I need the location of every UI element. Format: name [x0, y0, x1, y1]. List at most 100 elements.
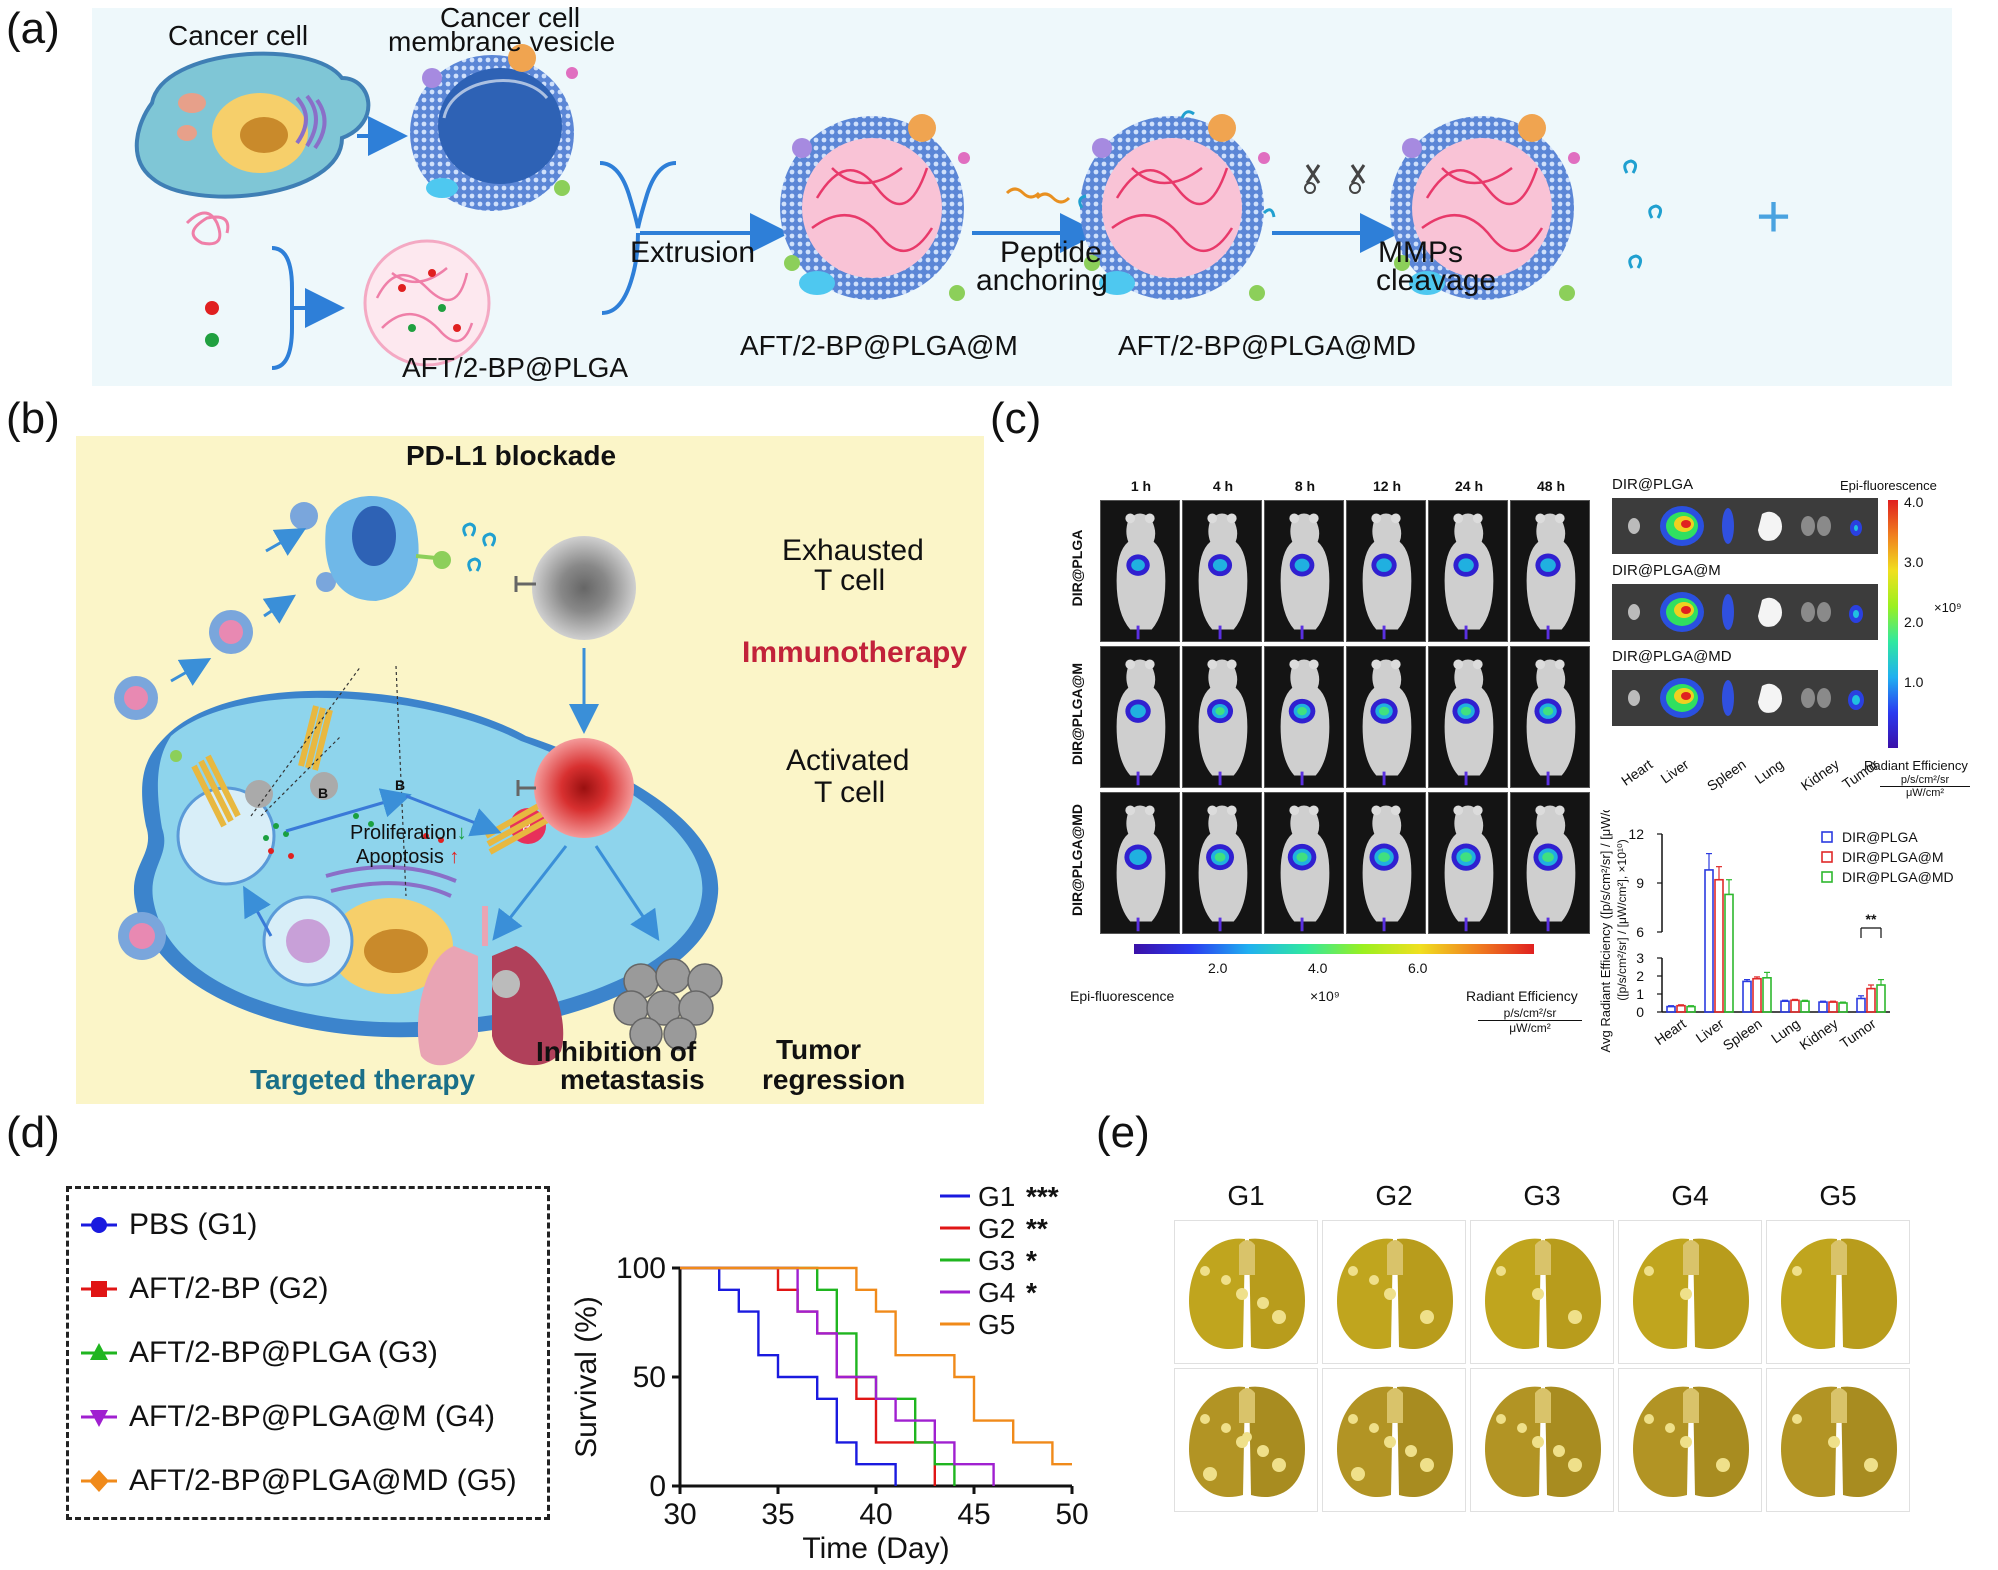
survival-significance: *	[1026, 1277, 1037, 1308]
lung-photo	[1322, 1220, 1466, 1364]
organ-fluorescence-image	[1628, 506, 1862, 546]
lung-group-label: G5	[1819, 1180, 1857, 1211]
survival-curve	[680, 1266, 995, 1486]
bar-y-tick-label: 1	[1636, 986, 1644, 1002]
survival-legend-item: AFT/2-BP@PLGA@MD (G5)	[79, 1461, 549, 1501]
mouse-silhouette	[1280, 513, 1330, 640]
coated-particle-m-icon	[780, 114, 970, 301]
mouse-image	[1510, 792, 1590, 934]
colorbar-right-label: Radiant Efficiency	[1466, 988, 1578, 1004]
unit-denominator: μW/cm²	[1509, 1021, 1551, 1035]
mouse-silhouette	[1198, 659, 1248, 786]
bar-y-tick-label: 9	[1636, 875, 1644, 891]
mouse-silhouette	[1526, 513, 1576, 640]
legend-label: AFT/2-BP@PLGA@M (G4)	[129, 1400, 495, 1433]
bar-category-label: Heart	[1652, 1015, 1689, 1048]
label-mmps: MMPs	[1378, 236, 1463, 269]
mouse-silhouette	[1362, 805, 1412, 932]
cleaved-particle-icon	[1390, 114, 1580, 301]
panel-b-schematic: B	[114, 496, 723, 1066]
timepoint-label: 48 h	[1536, 478, 1565, 494]
label-extrusion: Extrusion	[630, 236, 756, 269]
label-exhausted1: Exhausted	[782, 534, 924, 567]
mouse-image	[1510, 500, 1590, 642]
bar-category-label: Tumor	[1837, 1015, 1879, 1051]
legend-label: AFT/2-BP@PLGA@MD (G5)	[129, 1464, 517, 1497]
label-regression: regression	[762, 1064, 906, 1095]
survival-legend-item: PBS (G1)	[79, 1205, 549, 1245]
label-vesicle-line1: Cancer cell	[440, 2, 581, 33]
timepoint-label: 4 h	[1212, 478, 1234, 494]
organ-group-label: DIR@PLGA@M	[1612, 562, 1721, 579]
lung-image	[1633, 1386, 1749, 1498]
vertical-colorbar-title: Epi-fluorescence	[1840, 478, 1937, 493]
legend-marker-icon	[81, 1410, 117, 1427]
vunit-numerator: p/s/cm²/sr	[1880, 774, 1970, 787]
survival-y-tick-label: 100	[616, 1252, 666, 1285]
label-peptide: Peptide	[1000, 236, 1102, 269]
legend-marker-icon	[81, 1470, 117, 1492]
bar-legend-label: DIR@PLGA@M	[1842, 849, 1944, 865]
mouse-silhouette	[1526, 659, 1576, 786]
label-proliferation: Proliferation↓	[350, 822, 467, 844]
survival-x-label: Time (Day)	[802, 1532, 949, 1565]
lung-image	[1189, 1238, 1305, 1350]
timepoint-label: 8 h	[1294, 478, 1316, 494]
mouse-silhouette	[1444, 659, 1494, 786]
legend-marker-icon	[81, 1281, 117, 1297]
survival-legend-item: AFT/2-BP (G2)	[79, 1269, 549, 1309]
vertical-colorbar-tick: 4.0	[1904, 494, 1924, 510]
horizontal-colorbar	[1134, 944, 1534, 954]
mouse-silhouette	[1444, 805, 1494, 932]
organ-image	[1612, 498, 1878, 554]
lung-image	[1781, 1238, 1897, 1350]
label-tumor: Tumor	[776, 1034, 862, 1065]
bar	[1666, 1005, 1676, 1013]
mouse-silhouette	[1444, 513, 1494, 640]
label-cleavage: cleavage	[1376, 264, 1497, 297]
lung-photo	[1470, 1368, 1614, 1512]
survival-x-tick-label: 35	[761, 1498, 794, 1531]
plus-sign: +	[1756, 183, 1792, 250]
timepoint-label: 12 h	[1372, 478, 1401, 494]
survival-curve	[680, 1266, 1072, 1466]
plga-nanoparticle-icon	[363, 239, 491, 367]
lung-photo	[1618, 1220, 1762, 1364]
mouse-imaging-grid	[1068, 470, 1628, 996]
label-anchoring: anchoring	[976, 264, 1108, 297]
survival-significance: **	[1026, 1213, 1048, 1244]
bar	[1866, 987, 1876, 1013]
colorbar-unit: p/s/cm²/sr μW/cm²	[1478, 1006, 1582, 1035]
bar	[1828, 1001, 1838, 1013]
vertical-colorbar-label: Radiant Efficiency	[1864, 758, 1968, 773]
mouse-silhouette	[1198, 805, 1248, 932]
bar-legend-swatch	[1821, 831, 1833, 843]
survival-legend-label: G3	[978, 1245, 1015, 1276]
mouse-silhouette	[1116, 513, 1166, 640]
survival-legend-label: G1	[978, 1181, 1015, 1212]
label-vesicle-line2: membrane vesicle	[388, 26, 616, 57]
panel-a-letter: (a)	[6, 4, 60, 53]
survival-legend-label: G4	[978, 1277, 1015, 1308]
mouse-silhouette	[1198, 513, 1248, 640]
bar-legend-swatch	[1821, 851, 1833, 863]
lung-photo	[1470, 1220, 1614, 1364]
survival-legend-box: PBS (G1)AFT/2-BP (G2)AFT/2-BP@PLGA (G3)A…	[66, 1186, 550, 1520]
colorbar-left-label: Epi-fluorescence	[1070, 988, 1175, 1004]
panel-c-letter: (c)	[990, 394, 1042, 443]
bar	[1856, 997, 1866, 1013]
unit-numerator: p/s/cm²/sr	[1478, 1006, 1582, 1021]
mouse-silhouette	[1362, 659, 1412, 786]
survival-y-tick-label: 0	[649, 1470, 666, 1503]
organ-axis-label: Liver	[1657, 756, 1692, 787]
plga-components-icon	[185, 211, 337, 370]
mouse-silhouette	[1362, 513, 1412, 640]
label-targeted-therapy: Targeted therapy	[250, 1064, 476, 1095]
bar-y-tick-label: 3	[1636, 950, 1644, 966]
bar-legend-label: DIR@PLGA@MD	[1842, 869, 1954, 885]
